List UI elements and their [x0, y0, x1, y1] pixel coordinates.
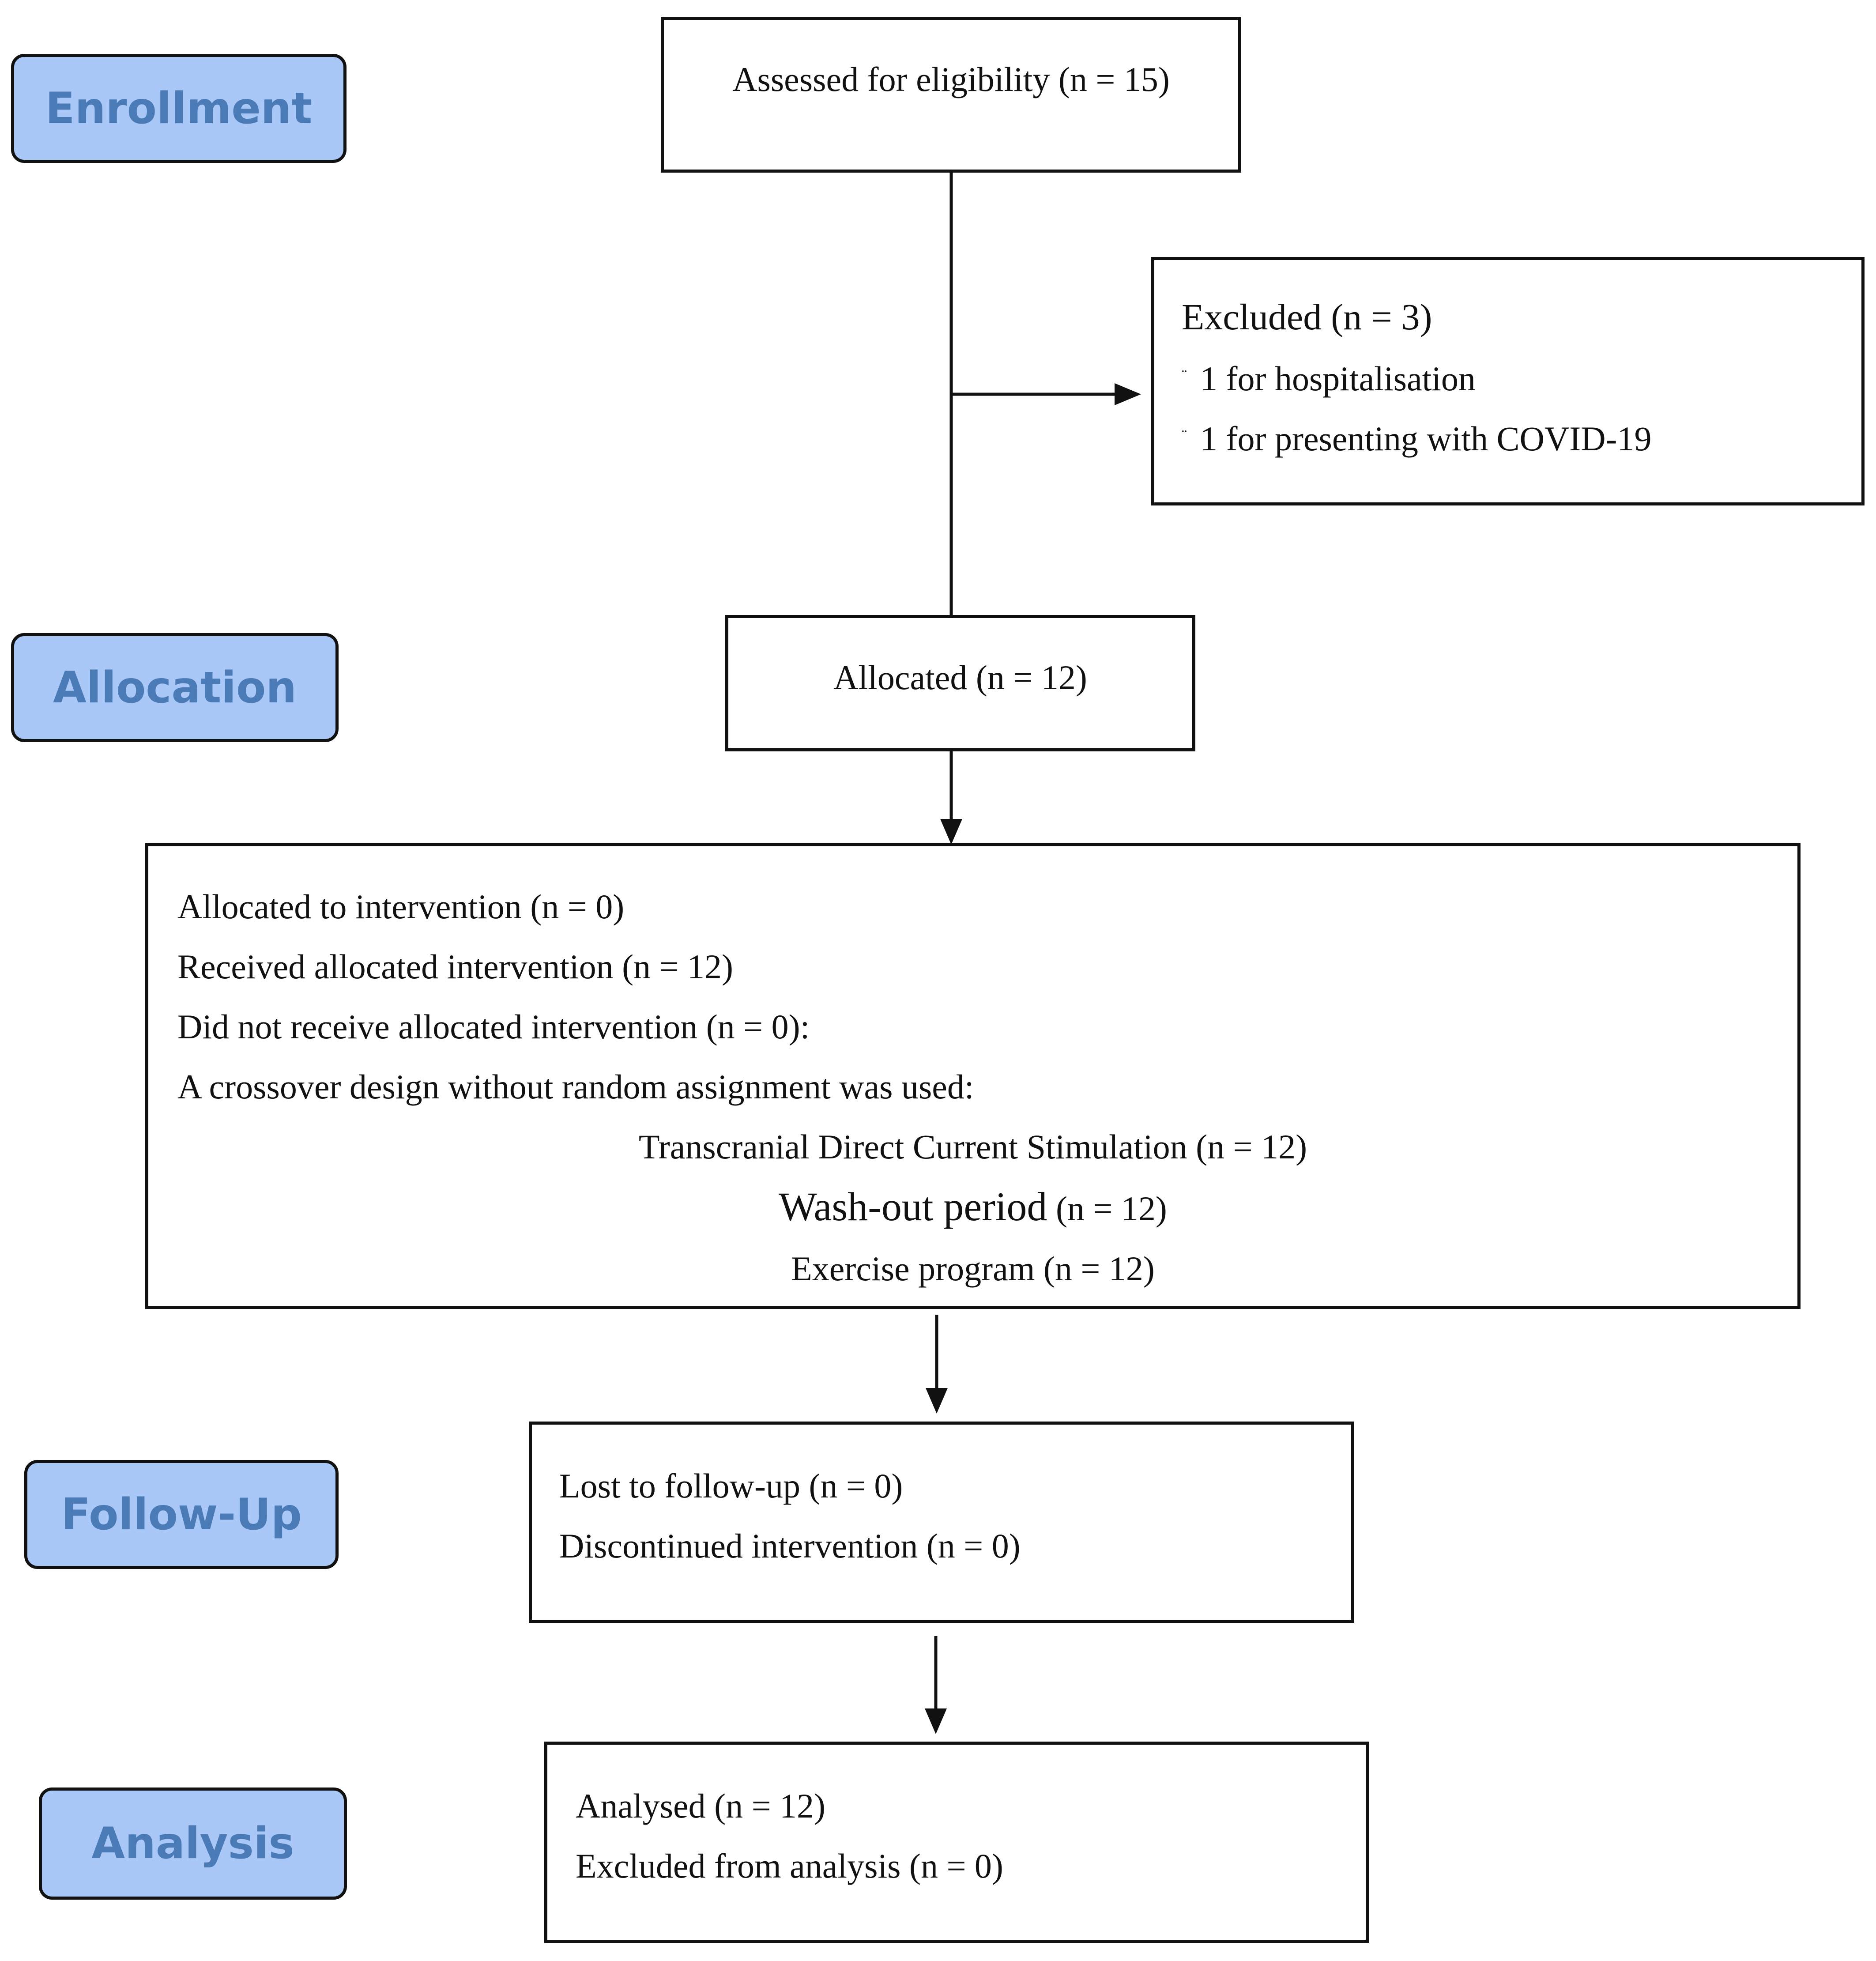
- intervention-exercise: Exercise program (n = 12): [791, 1249, 1155, 1288]
- intervention-line: Received allocated intervention (n = 12): [177, 947, 734, 986]
- stage-follow-up: Follow-Up: [24, 1460, 339, 1569]
- intervention-box: Allocated to intervention (n = 0) Receiv…: [145, 843, 1801, 1309]
- intervention-line: A crossover design without random assign…: [177, 1067, 974, 1106]
- excluded-box: Excluded (n = 3) ¨1 for hospitalisation …: [1151, 257, 1865, 505]
- allocated-box: Allocated (n = 12): [725, 615, 1195, 751]
- analysis-line: Excluded from analysis (n = 0): [576, 1847, 1003, 1885]
- excluded-item-label: 1 for hospitalisation: [1200, 359, 1476, 398]
- excluded-item: ¨ 1 for presenting with COVID-19: [1182, 422, 1652, 456]
- intervention-line: Allocated to intervention (n = 0): [177, 887, 625, 926]
- analysis-box: Analysed (n = 12) Excluded from analysis…: [544, 1742, 1369, 1943]
- bullet-icon: ¨: [1182, 426, 1187, 444]
- arrowhead-intervention: [940, 819, 962, 845]
- follow-up-line: Discontinued intervention (n = 0): [559, 1527, 1021, 1565]
- excluded-title: Excluded (n = 3): [1182, 297, 1432, 338]
- stage-allocation: Allocation: [11, 633, 339, 742]
- follow-up-box: Lost to follow-up (n = 0) Discontinued i…: [529, 1422, 1354, 1623]
- assessed-text: Assessed for eligibility (n = 15): [732, 60, 1170, 98]
- analysis-line: Analysed (n = 12): [576, 1787, 826, 1825]
- bullet-icon: ¨: [1182, 366, 1187, 384]
- assessed-box: Assessed for eligibility (n = 15): [661, 17, 1241, 173]
- washout-count: (n = 12): [1055, 1189, 1167, 1228]
- follow-up-line: Lost to follow-up (n = 0): [559, 1467, 903, 1505]
- arrowhead-analysis: [925, 1708, 947, 1734]
- intervention-tdcs: Transcranial Direct Current Stimulation …: [638, 1128, 1307, 1166]
- stage-enrollment: Enrollment: [11, 54, 347, 163]
- excluded-item-label: 1 for presenting with COVID-19: [1200, 419, 1652, 458]
- washout-label: Wash-out period: [779, 1184, 1047, 1229]
- arrowhead-excluded: [1115, 383, 1141, 405]
- intervention-line: Did not receive allocated intervention (…: [177, 1007, 810, 1046]
- intervention-washout: Wash-out period (n = 12): [148, 1186, 1797, 1227]
- stage-analysis: Analysis: [39, 1788, 347, 1900]
- allocated-text: Allocated (n = 12): [833, 658, 1087, 697]
- excluded-item: ¨ 1 for hospitalisation: [1182, 362, 1476, 396]
- arrowhead-followup: [926, 1388, 948, 1414]
